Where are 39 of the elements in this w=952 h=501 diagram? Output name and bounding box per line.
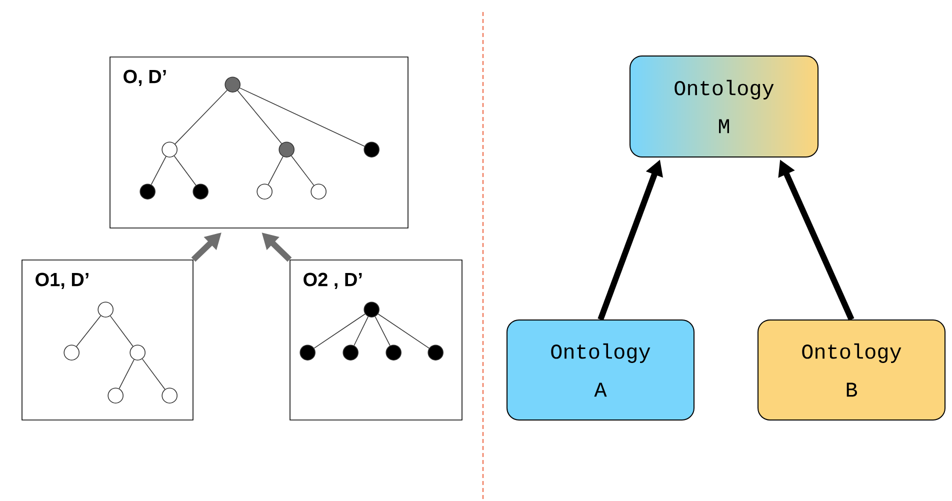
tree-node (300, 344, 316, 360)
tree-node (162, 142, 178, 158)
tree-node (310, 184, 326, 200)
tree-node (224, 76, 240, 92)
tree-line (239, 88, 365, 147)
tree-panel: O2 , D’ (290, 260, 462, 420)
tree-line (174, 90, 228, 144)
ontology-box: Ontology A (506, 320, 694, 420)
tree-panel: O1, D’ (22, 260, 194, 420)
tree-node (108, 388, 124, 404)
tree-node (98, 302, 114, 318)
tree-node (140, 184, 156, 200)
tree-node (428, 344, 444, 360)
tree-node (364, 142, 380, 158)
tree-panel: O, D’ (110, 56, 408, 228)
tree-node (342, 344, 358, 360)
tree-node (162, 388, 178, 404)
tree-line (291, 155, 314, 186)
tree-line (374, 316, 390, 346)
tree-line (142, 358, 166, 390)
tree-line (354, 316, 369, 346)
tree-line (378, 314, 430, 349)
tree-node (64, 344, 80, 360)
tree-line (268, 156, 284, 185)
tree-line (314, 314, 366, 349)
tree-node (364, 302, 380, 318)
tree-line (150, 156, 166, 185)
tree-line (110, 316, 134, 347)
tree-node (256, 184, 272, 200)
ontology-box: Ontology B (758, 320, 946, 420)
tree-line (76, 315, 102, 347)
tree-node (386, 344, 402, 360)
ontology-box: Ontology M (630, 56, 818, 158)
tree-line (174, 156, 196, 186)
tree-node (192, 184, 208, 200)
tree-node (278, 142, 294, 158)
tree-line (118, 359, 134, 389)
tree-line (237, 90, 282, 144)
tree-node (130, 344, 146, 360)
